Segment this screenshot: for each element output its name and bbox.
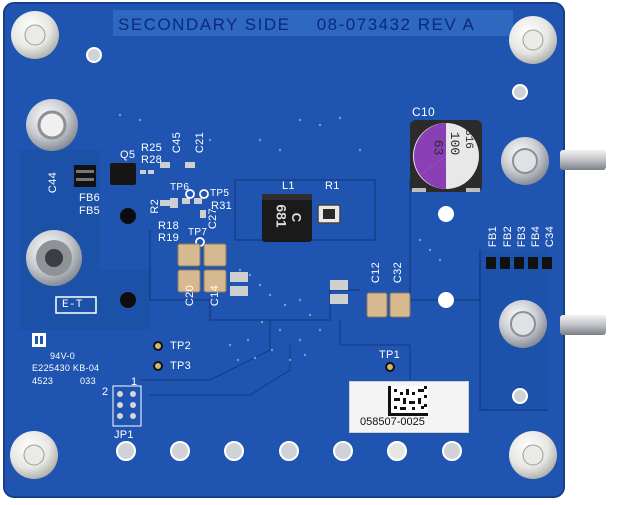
refdes-r2: R2 [149, 199, 161, 214]
jp1-pin2-label: 2 [102, 386, 109, 398]
standoff-top-right [509, 16, 557, 64]
drill-hole-1 [120, 208, 136, 224]
jp1-pin1-label: 1 [131, 376, 138, 388]
refdes-q5: Q5 [120, 149, 136, 161]
testpoint-tp2 [153, 341, 163, 351]
refdes-fb2: FB2 [502, 226, 514, 248]
connector-left-lower [26, 230, 82, 286]
mlcc-c14b [203, 269, 227, 293]
refdes-r18: R18 [158, 220, 180, 232]
inductor-marking-2: C [289, 212, 305, 223]
hole-right-1 [512, 84, 528, 100]
refdes-c12: C12 [370, 262, 382, 284]
mlcc-c20 [177, 243, 201, 267]
refdes-r28: R28 [141, 154, 163, 166]
refdes-tp7: TP7 [188, 227, 208, 238]
refdes-c44: C44 [47, 172, 59, 194]
mlcc-c32 [389, 292, 411, 318]
refdes-r19: R19 [158, 232, 180, 244]
inductor-l1 [262, 194, 312, 242]
testpoint-tp3 [153, 361, 163, 371]
inductor-marking: 681 [273, 204, 290, 228]
capacitor-c10 [410, 120, 482, 192]
testpoint-tp1 [385, 362, 395, 372]
refdes-c10: C10 [412, 105, 435, 119]
trace-outline-5 [140, 320, 271, 381]
refdes-c34: C34 [544, 226, 556, 248]
banana-jack-bottom [499, 300, 606, 348]
refdes-tp5: TP5 [210, 188, 230, 199]
mlcc-c12 [366, 292, 388, 318]
refdes-fb5: FB5 [79, 205, 101, 217]
refdes-c21: C21 [194, 132, 206, 154]
refdes-tp1: TP1 [379, 349, 401, 361]
banner-strip [113, 10, 513, 36]
ferrite-fb1-fb4 [486, 257, 552, 269]
refdes-r1: R1 [325, 180, 340, 192]
transistor-q5 [110, 163, 136, 185]
testpoint-tp5 [199, 189, 209, 199]
refdes-jp1: JP1 [114, 429, 134, 441]
refdes-fb4: FB4 [530, 226, 542, 248]
banana-jack-top [501, 137, 606, 185]
ul-code: E225430 KB-04 [32, 363, 100, 373]
c10-marking-3: 63 [430, 139, 446, 156]
et-box-outline [55, 296, 97, 314]
trace-outline-7 [150, 345, 291, 396]
serial-sticker: 058507-0025 [349, 381, 469, 433]
testpoint-tp6 [185, 189, 195, 199]
hole-right-2 [512, 388, 528, 404]
refdes-tp3: TP3 [170, 360, 192, 372]
hole-top-center-left [86, 47, 102, 63]
refdes-r31: R31 [211, 200, 233, 212]
ferrite-fb5-fb6 [74, 165, 96, 187]
c10-marking-1: 316 [461, 129, 474, 149]
resistor-r1 [317, 204, 341, 224]
bottom-pad-row [116, 441, 462, 461]
connector-left-upper [26, 99, 78, 151]
banner-right-text: 08-073432 REV A [316, 15, 476, 34]
serial-number-text: 058507-0025 [360, 416, 425, 428]
refdes-c32: C32 [392, 262, 404, 284]
ul-logo [32, 333, 46, 347]
ul-rating: 94V-0 [50, 351, 76, 361]
refdes-fb3: FB3 [516, 226, 528, 248]
via-white-1 [438, 206, 454, 222]
standoff-bottom-left [10, 431, 58, 479]
refdes-c45: C45 [171, 132, 183, 154]
standoff-bottom-right [509, 431, 557, 479]
date-code-left: 4523 [32, 376, 54, 386]
refdes-l1: L1 [282, 180, 295, 192]
jumper-jp1 [112, 385, 142, 427]
refdes-r25: R25 [141, 142, 163, 154]
refdes-c20: C20 [184, 285, 196, 307]
banner-left-text: SECONDARY SIDE [118, 15, 291, 34]
trace-outline-4 [479, 260, 548, 411]
refdes-fb6: FB6 [79, 192, 101, 204]
et-box-label: E-T [62, 299, 83, 311]
trace-outline-6 [339, 320, 411, 380]
smd-cluster [140, 162, 348, 304]
via-white-2 [438, 292, 454, 308]
trace-outline-1 [234, 179, 376, 241]
refdes-c27: C27 [207, 208, 219, 230]
datamatrix-code [388, 386, 428, 416]
date-code-right: 033 [80, 376, 96, 386]
mlcc-c20b [177, 269, 201, 293]
refdes-c14: C14 [209, 285, 221, 307]
board-banner: SECONDARY SIDE 08-073432 REV A [118, 15, 495, 35]
pcb-board-shade [3, 2, 565, 498]
drill-hole-2 [120, 292, 136, 308]
refdes-fb1: FB1 [487, 226, 499, 248]
refdes-tp6: TP6 [170, 182, 190, 193]
mlcc-c14 [203, 243, 227, 267]
c10-marking-2: 100 [447, 131, 463, 156]
standoff-top-left [11, 11, 59, 59]
via-field [118, 113, 442, 362]
refdes-tp2: TP2 [170, 340, 192, 352]
